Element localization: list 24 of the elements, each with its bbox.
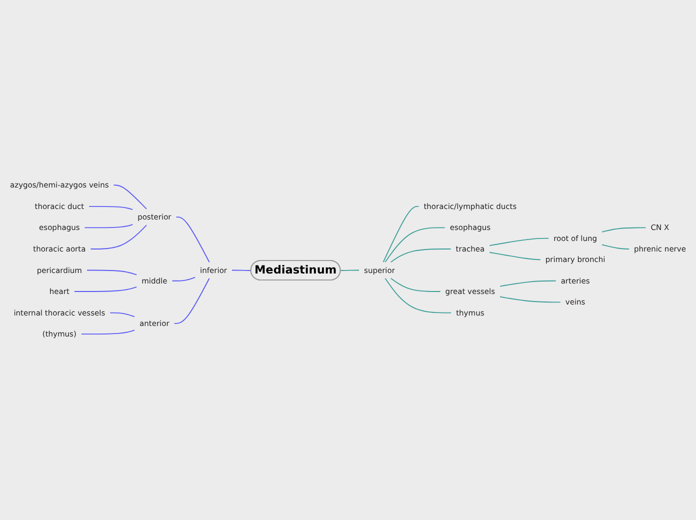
connector bbox=[172, 277, 196, 282]
connector bbox=[384, 278, 452, 314]
connector bbox=[176, 216, 210, 263]
connector bbox=[86, 270, 138, 276]
connector bbox=[602, 244, 630, 250]
connector bbox=[489, 238, 550, 246]
connector bbox=[602, 228, 646, 233]
connector bbox=[113, 185, 147, 210]
connector bbox=[174, 278, 210, 324]
connector bbox=[500, 296, 561, 304]
connector bbox=[232, 270, 252, 272]
connector bbox=[90, 225, 147, 250]
connector bbox=[500, 280, 556, 288]
connector bbox=[110, 312, 135, 318]
connector bbox=[390, 248, 452, 263]
connector bbox=[80, 330, 135, 335]
connector bbox=[489, 252, 541, 260]
connector bbox=[390, 278, 441, 292]
connector bbox=[74, 286, 138, 292]
connector bbox=[382, 206, 420, 263]
connector bbox=[340, 270, 360, 272]
connector bbox=[384, 228, 446, 263]
connector bbox=[84, 224, 134, 229]
connector bbox=[88, 206, 134, 210]
